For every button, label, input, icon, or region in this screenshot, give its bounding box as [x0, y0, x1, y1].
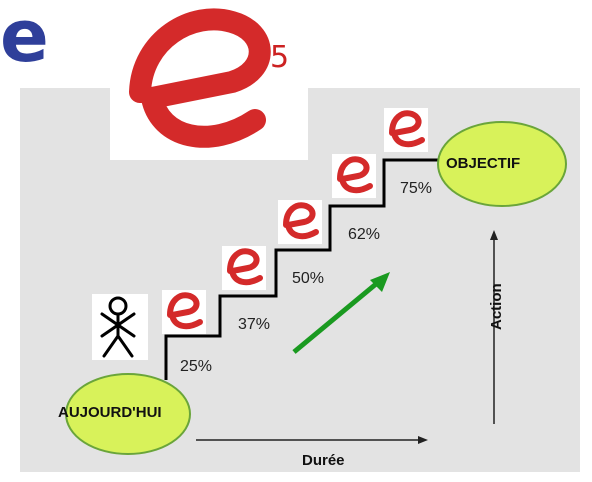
- action-arrow-head: [490, 230, 498, 240]
- step-percent: 75%: [400, 180, 433, 197]
- step-e-icon: [227, 248, 263, 286]
- step-percent: 50%: [292, 270, 325, 287]
- trend-arrow-head: [370, 272, 390, 292]
- step-percent: 62%: [348, 226, 381, 243]
- header-letter: e: [0, 0, 49, 78]
- step-percent: 37%: [238, 316, 271, 333]
- goal-ellipse: [437, 121, 567, 207]
- step-e-icon: [337, 156, 373, 194]
- y-axis-label: Action: [488, 283, 505, 330]
- step-percent: 25%: [180, 358, 213, 375]
- logo-superscript: 5: [270, 40, 290, 75]
- staircase: [164, 158, 440, 380]
- trend-arrow: [292, 282, 378, 354]
- stick-figure-icon: [100, 296, 136, 358]
- goal-label: OBJECTIF: [446, 155, 521, 172]
- step-e-icon: [167, 292, 203, 330]
- logo-e-icon: [129, 8, 271, 148]
- start-label: AUJOURD'HUI: [58, 404, 162, 421]
- start-ellipse: [65, 373, 191, 455]
- duration-arrow-head: [418, 436, 428, 444]
- x-axis-label: Durée: [302, 452, 345, 469]
- step-e-icon: [389, 110, 425, 148]
- step-e-icon: [283, 202, 319, 240]
